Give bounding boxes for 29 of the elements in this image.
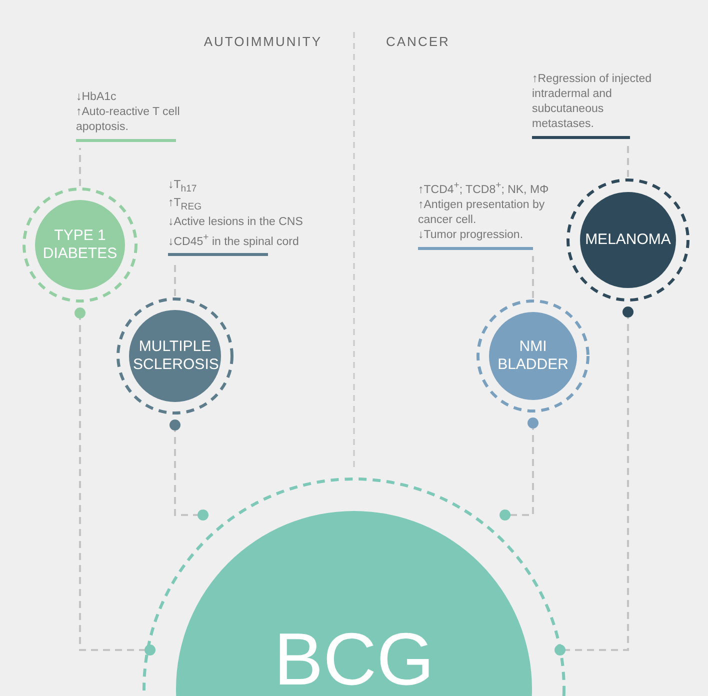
note-text: ↑Antigen presentation by cancer cell. (418, 198, 546, 228)
disease-circle (566, 178, 690, 302)
note-text: ↓HbA1c (76, 90, 118, 105)
note-text: ↑TCD4$^{+}$; TCD8$^{+}$; NK, MΦ (418, 179, 550, 198)
note-text: ↑T$_{REG}$ (168, 196, 203, 215)
node-label: TYPE 1 DIABETES (42, 227, 118, 263)
note-text: ↑Regression of injected intradermal and subcutaneous metastases. (532, 72, 653, 132)
node-label: NMI BLADDER (496, 338, 570, 374)
note-text: ↓T$_{h17}$ (168, 178, 198, 196)
connector-line (79, 148, 81, 186)
disease-circle (476, 299, 590, 413)
section-heading: AUTOIMMUNITY (204, 34, 322, 49)
node-label: MELANOMA (584, 231, 672, 249)
note-text: ↓Tumor progression. (418, 228, 524, 243)
connector (500, 418, 538, 520)
disease-circle (116, 297, 234, 415)
connector (554, 306, 634, 656)
node-label: BCG (272, 616, 436, 696)
note-text: ↓CD45$^{+}$ in the spinal cord (168, 230, 300, 250)
connector-line (627, 145, 629, 177)
disease-circle (22, 187, 138, 303)
note-text: ↓Active lesions in the CNS (168, 214, 304, 230)
node-label: MULTIPLE SCLEROSIS (133, 338, 217, 374)
connector-line (174, 262, 176, 296)
note-text: ↑Auto-reactive T cell apoptosis. (76, 105, 181, 135)
connector (74, 308, 156, 656)
connector (170, 420, 208, 520)
connector-line (532, 256, 534, 298)
section-heading: CANCER (386, 34, 450, 49)
